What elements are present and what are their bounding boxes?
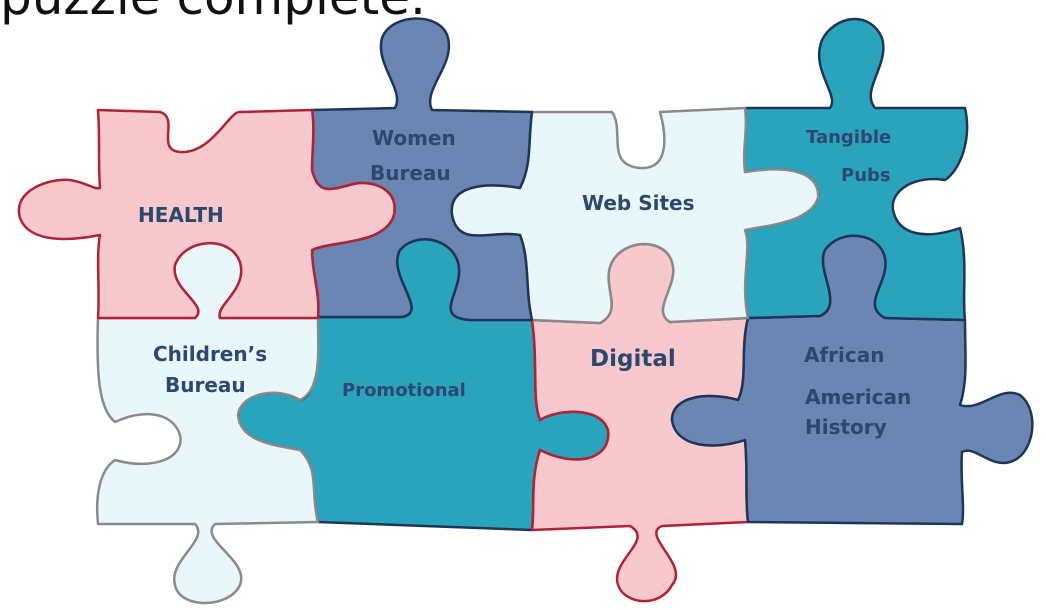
label-tangible-pubs-line-1: Tangible: [806, 127, 891, 148]
label-digital: Digital: [590, 346, 676, 372]
label-promotional-line-1: Promotional: [342, 380, 466, 401]
label-childrens-bureau: Children’s Bureau: [153, 342, 274, 397]
label-web-sites-line-1: Web Sites: [582, 191, 694, 215]
label-digital-line-1: Digital: [590, 346, 676, 372]
label-tangible-pubs-line-2: Pubs: [841, 165, 891, 186]
label-women-bureau-line-2: Bureau: [370, 161, 451, 185]
label-childrens-bureau-line-2: Bureau: [165, 373, 246, 397]
label-african-american-history-line-2: American: [805, 385, 911, 409]
label-promotional: Promotional: [342, 380, 466, 401]
label-african-american-history-line-1: African: [804, 343, 885, 367]
label-women-bureau-line-1: Women: [372, 126, 456, 150]
label-women-bureau: Women Bureau: [370, 126, 463, 185]
piece-health-shape: [17, 108, 396, 320]
label-childrens-bureau-line-1: Children’s: [153, 342, 267, 366]
label-african-american-history: African American History: [804, 343, 918, 439]
label-tangible-pubs: Tangible Pubs: [806, 127, 898, 186]
label-health-line-1: HEALTH: [138, 203, 224, 227]
piece-health: [17, 108, 396, 320]
heading-text: puzzle complete.: [0, 0, 426, 22]
label-health: HEALTH: [138, 203, 224, 227]
label-african-american-history-line-3: History: [805, 415, 887, 439]
label-web-sites: Web Sites: [582, 191, 694, 215]
